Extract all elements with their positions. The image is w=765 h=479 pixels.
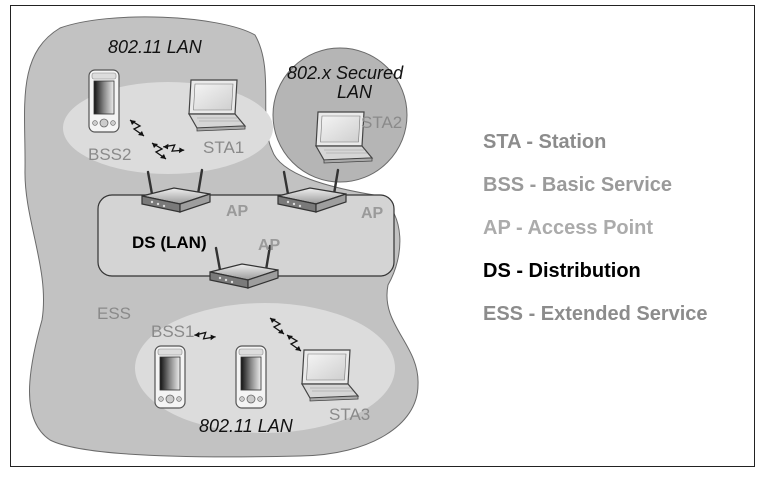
legend-item-bss: BSS - Basic Service	[483, 174, 672, 196]
pda-icon	[154, 345, 186, 409]
secured-lan-title-line1: 802.x Secured	[287, 63, 404, 83]
ds-lan-label: DS (LAN)	[132, 233, 207, 252]
ess-label: ESS	[97, 304, 131, 323]
bss2-label: BSS2	[88, 145, 131, 164]
ap-label-3: AP	[258, 237, 281, 254]
sta1-label: STA1	[203, 138, 244, 157]
bss1-label: BSS1	[151, 322, 194, 341]
ess-top-title: 802.11 LAN	[108, 37, 203, 57]
legend-item-ds: DS - Distribution	[483, 260, 641, 282]
pda-icon	[88, 69, 120, 133]
sta2-label: STA2	[361, 113, 402, 132]
pda-icon	[235, 345, 267, 409]
ap-label-2: AP	[361, 205, 384, 222]
ap-label-1: AP	[226, 203, 249, 220]
legend-item-ap: AP - Access Point	[483, 217, 654, 239]
secured-lan-title-line2: LAN	[337, 82, 373, 102]
ess-bottom-title: 802.11 LAN	[199, 416, 294, 436]
legend-item-ess: ESS - Extended Service	[483, 303, 708, 325]
sta3-label: STA3	[329, 405, 370, 424]
legend-item-sta: STA - Station	[483, 131, 607, 153]
